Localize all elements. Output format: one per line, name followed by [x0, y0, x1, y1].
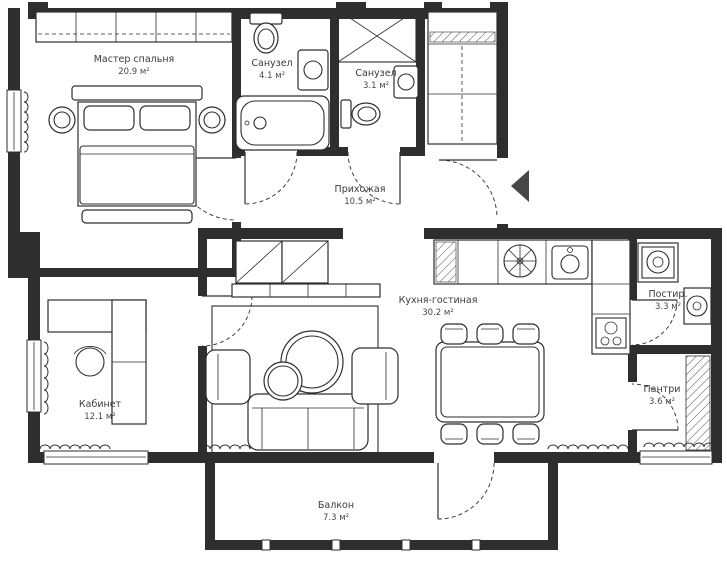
door-entry [438, 159, 498, 219]
dryer [683, 287, 712, 325]
room-area: 12.1 м² [84, 412, 115, 422]
room-name: Балкон [318, 500, 354, 511]
doors [173, 151, 679, 520]
tv-console [231, 283, 381, 298]
dining-chairs [440, 323, 540, 445]
hallway-cabinets [235, 240, 329, 284]
office-desk [47, 299, 147, 425]
room-name: Пантри [644, 384, 681, 395]
room-name: Постир. [649, 289, 688, 300]
nightstand-right [198, 106, 226, 134]
door-office [201, 295, 253, 347]
dining-table [435, 341, 545, 423]
window-bedroom-left [6, 89, 22, 153]
window-pantry-bottom [639, 450, 713, 465]
armchair-left [205, 349, 251, 405]
sofa [247, 393, 369, 451]
door-pantry [631, 383, 679, 431]
washing-machine [637, 242, 679, 283]
oven [595, 317, 627, 349]
bed-bench [81, 209, 193, 224]
kitchen-sink [551, 245, 589, 280]
room-name: Мастер спальня [94, 54, 175, 65]
kitchen-counter [433, 239, 631, 355]
room-area: 3.1 м² [363, 81, 389, 91]
sink-bathroom-2 [393, 65, 419, 99]
room-name: Кабинет [79, 399, 122, 410]
room-area: 10.5 м² [344, 197, 375, 207]
shower-tray [337, 9, 417, 63]
room-area: 7.3 м² [323, 513, 349, 523]
room-label-balcony: Балкон 7.3 м² [318, 500, 354, 523]
entry-arrow-icon [511, 170, 529, 202]
toilet-bathroom-2 [340, 99, 381, 129]
room-label-hallway: Прихожая 10.5 м² [335, 184, 386, 207]
room-area: 4.1 м² [259, 71, 285, 81]
room-area: 20.9 м² [118, 67, 149, 77]
window-office-bottom [43, 450, 149, 465]
windows [6, 89, 713, 465]
room-area: 3.3 м² [655, 302, 681, 312]
room-label-laundry: Постир. 3.3 м² [649, 289, 688, 312]
toilet-bathroom-1 [249, 12, 283, 54]
bathtub [235, 95, 330, 151]
room-label-bathroom-2: Санузел 3.1 м² [355, 68, 396, 91]
door-laundry [631, 299, 678, 346]
door-bathroom-2 [347, 151, 401, 205]
hob [503, 244, 537, 278]
interior-walls [8, 8, 711, 463]
room-label-office: Кабинет 12.1 м² [79, 399, 122, 422]
sink-bathroom-1 [297, 49, 329, 91]
office-chair [73, 346, 107, 377]
room-label-kitchen-living: Кухня-гостиная 30.2 м² [399, 295, 478, 318]
room-name: Санузел [355, 68, 396, 79]
window-office-left [26, 339, 42, 413]
room-label-bathroom-1: Санузел 4.1 м² [251, 58, 292, 81]
balcony-door-opening [434, 451, 494, 464]
room-area: 30.2 м² [422, 308, 453, 318]
bedroom-wardrobe [35, 11, 233, 43]
room-name: Санузел [251, 58, 292, 69]
balcony-walls [205, 462, 558, 551]
bed [71, 85, 203, 207]
nightstand-left [48, 106, 76, 134]
door-bathroom-1 [244, 151, 298, 205]
room-area: 3.6 м² [649, 397, 675, 407]
coffee-table-small [263, 361, 303, 401]
room-name: Прихожая [335, 184, 386, 195]
armchair-right [351, 347, 399, 405]
hallway-wardrobe [427, 11, 498, 145]
pantry-shelves [685, 355, 711, 451]
room-label-pantry: Пантри 3.6 м² [644, 384, 681, 407]
room-label-master-bedroom: Мастер спальня 20.9 м² [94, 54, 175, 77]
door-balcony [437, 462, 495, 520]
room-name: Кухня-гостиная [399, 295, 478, 306]
